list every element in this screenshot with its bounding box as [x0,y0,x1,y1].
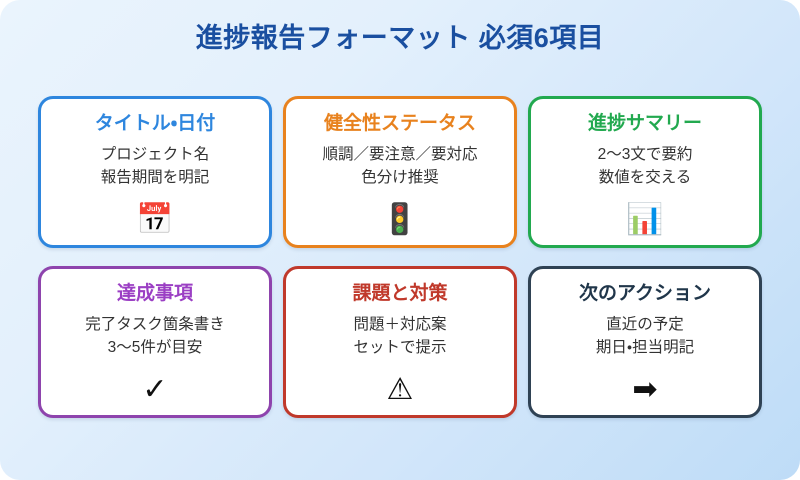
card-next-actions: 次のアクション 直近の予定 期日・担当明記 ➡ [528,266,762,418]
card-body: 完了タスク箇条書き 3〜5件が目安 [85,313,225,360]
card-body: プロジェクト名 報告期間を明記 [101,143,210,190]
card-body-line-1: プロジェクト名 [100,145,210,163]
check-mark-icon: ✓ [142,372,168,407]
card-heading: 課題と対策 [352,283,448,304]
card-grid: タイトル・日付 プロジェクト名 報告期間を明記 📅 健全性ステータス 順調／要注… [38,96,762,418]
card-body-line-1: 完了タスク箇条書き [85,315,225,333]
bar-chart-icon: 📊 [626,202,664,237]
card-heading: 健全性ステータス [323,113,476,134]
arrow-right-box-icon: ➡ [632,372,658,407]
card-achievements: 達成事項 完了タスク箇条書き 3〜5件が目安 ✓ [38,266,272,418]
card-title-date: タイトル・日付 プロジェクト名 報告期間を明記 📅 [38,96,272,248]
card-body: 直近の予定 期日・担当明記 [596,313,694,360]
card-body: 2〜3文で要約 数値を交える [598,143,693,190]
card-health-status: 健全性ステータス 順調／要注意／要対応 色分け推奨 🚦 [283,96,517,248]
card-body-line-1: 順調／要注意／要対応 [322,145,478,163]
card-heading: 達成事項 [116,283,193,304]
card-heading: 次のアクション [578,283,712,304]
card-progress-summary: 進捗サマリー 2〜3文で要約 数値を交える 📊 [528,96,762,248]
card-body-line-2: 色分け推奨 [361,169,439,187]
card-body: 問題＋対応案 セットで提示 [353,313,446,360]
calendar-icon: 📅 [136,202,174,237]
card-body-line-1: 問題＋対応案 [353,315,447,333]
card-body-line-2: 期日・担当明記 [595,339,695,357]
card-heading: タイトル・日付 [94,113,216,134]
card-body-line-2: セットで提示 [353,339,447,357]
card-body-line-2: 数値を交える [598,169,692,187]
card-body-line-1: 直近の予定 [606,315,684,333]
card-body-line-2: 報告期間を明記 [100,169,210,187]
traffic-light-icon: 🚦 [381,202,419,237]
card-heading: 進捗サマリー [587,113,702,134]
card-body: 順調／要注意／要対応 色分け推奨 [322,143,477,190]
card-body-line-2: 3〜5件が目安 [107,339,203,357]
card-body-line-1: 2〜3文で要約 [597,145,693,163]
page-title: 進捗報告フォーマット 必須6項目 [195,23,605,53]
warning-triangle-icon: ⚠ [386,372,414,407]
card-issues-countermeasures: 課題と対策 問題＋対応案 セットで提示 ⚠ [283,266,517,418]
